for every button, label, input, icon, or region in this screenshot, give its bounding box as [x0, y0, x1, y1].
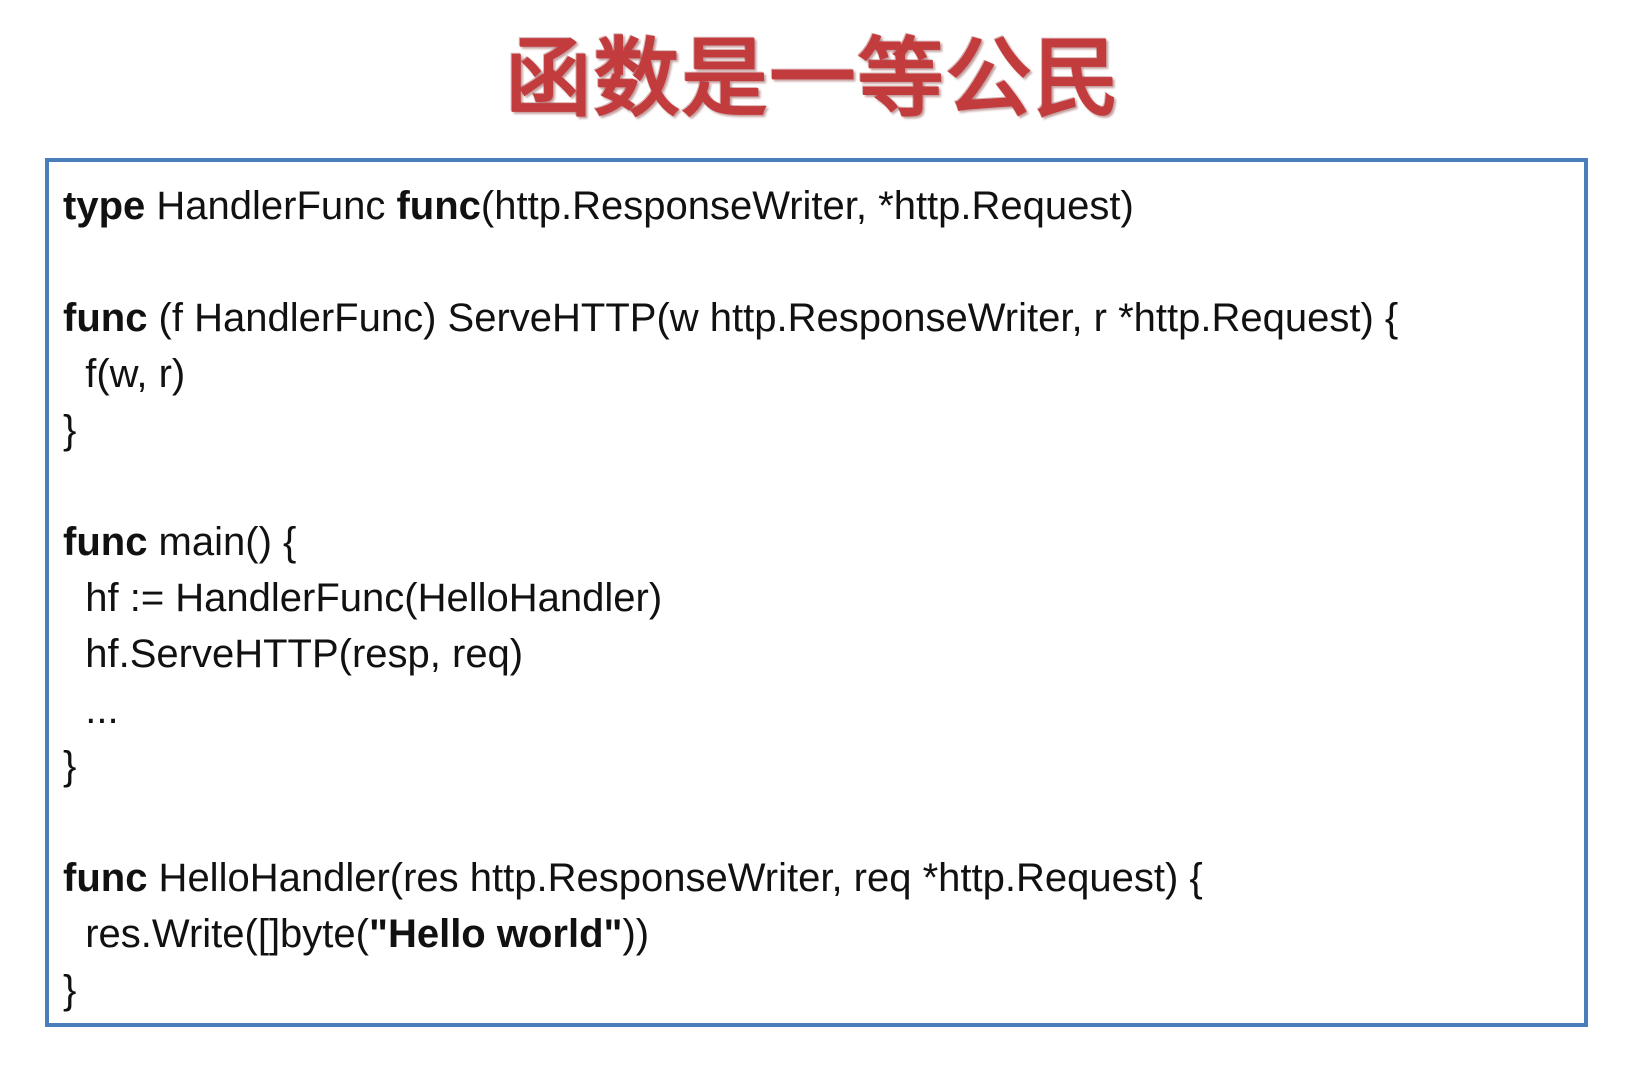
code-line	[63, 458, 1574, 514]
slide-title: 函数是一等公民	[505, 31, 1122, 127]
code-line	[63, 234, 1574, 290]
code-line: }	[63, 962, 1574, 1018]
code-text: hf.ServeHTTP(resp, req)	[63, 632, 524, 676]
code-keyword: "Hello world"	[368, 912, 623, 956]
code-text: HandlerFunc	[145, 184, 397, 228]
code-text: ...	[63, 688, 119, 732]
code-line: hf.ServeHTTP(resp, req)	[63, 626, 1574, 682]
code-text: (http.ResponseWriter, *http.Request)	[480, 184, 1134, 228]
code-line: type HandlerFunc func(http.ResponseWrite…	[63, 178, 1574, 234]
code-keyword: func	[63, 520, 148, 564]
code-keyword: func	[63, 296, 148, 340]
code-line: f(w, r)	[63, 346, 1574, 402]
code-text: res.Write([]byte(	[63, 912, 369, 956]
code-text: }	[63, 408, 77, 452]
code-line: func (f HandlerFunc) ServeHTTP(w http.Re…	[63, 290, 1574, 346]
code-text: }	[63, 744, 77, 788]
code-keyword: func	[63, 856, 148, 900]
code-line: hf := HandlerFunc(HelloHandler)	[63, 570, 1574, 626]
code-text: hf := HandlerFunc(HelloHandler)	[63, 576, 663, 620]
code-text: }	[63, 968, 77, 1012]
code-text: main() {	[147, 520, 297, 564]
code-keyword: func	[396, 184, 481, 228]
code-keyword: type	[63, 184, 146, 228]
code-line: func main() {	[63, 514, 1574, 570]
code-line: func HelloHandler(res http.ResponseWrite…	[63, 850, 1574, 906]
code-text: f(w, r)	[63, 352, 186, 396]
code-line	[63, 794, 1574, 850]
code-text: ))	[622, 912, 650, 956]
code-line: ...	[63, 682, 1574, 738]
code-line: }	[63, 738, 1574, 794]
code-line: res.Write([]byte("Hello world"))	[63, 906, 1574, 962]
code-line: }	[63, 402, 1574, 458]
code-text: (f HandlerFunc) ServeHTTP(w http.Respons…	[147, 296, 1399, 340]
code-block: type HandlerFunc func(http.ResponseWrite…	[45, 158, 1588, 1027]
code-text: HelloHandler(res http.ResponseWriter, re…	[147, 856, 1203, 900]
